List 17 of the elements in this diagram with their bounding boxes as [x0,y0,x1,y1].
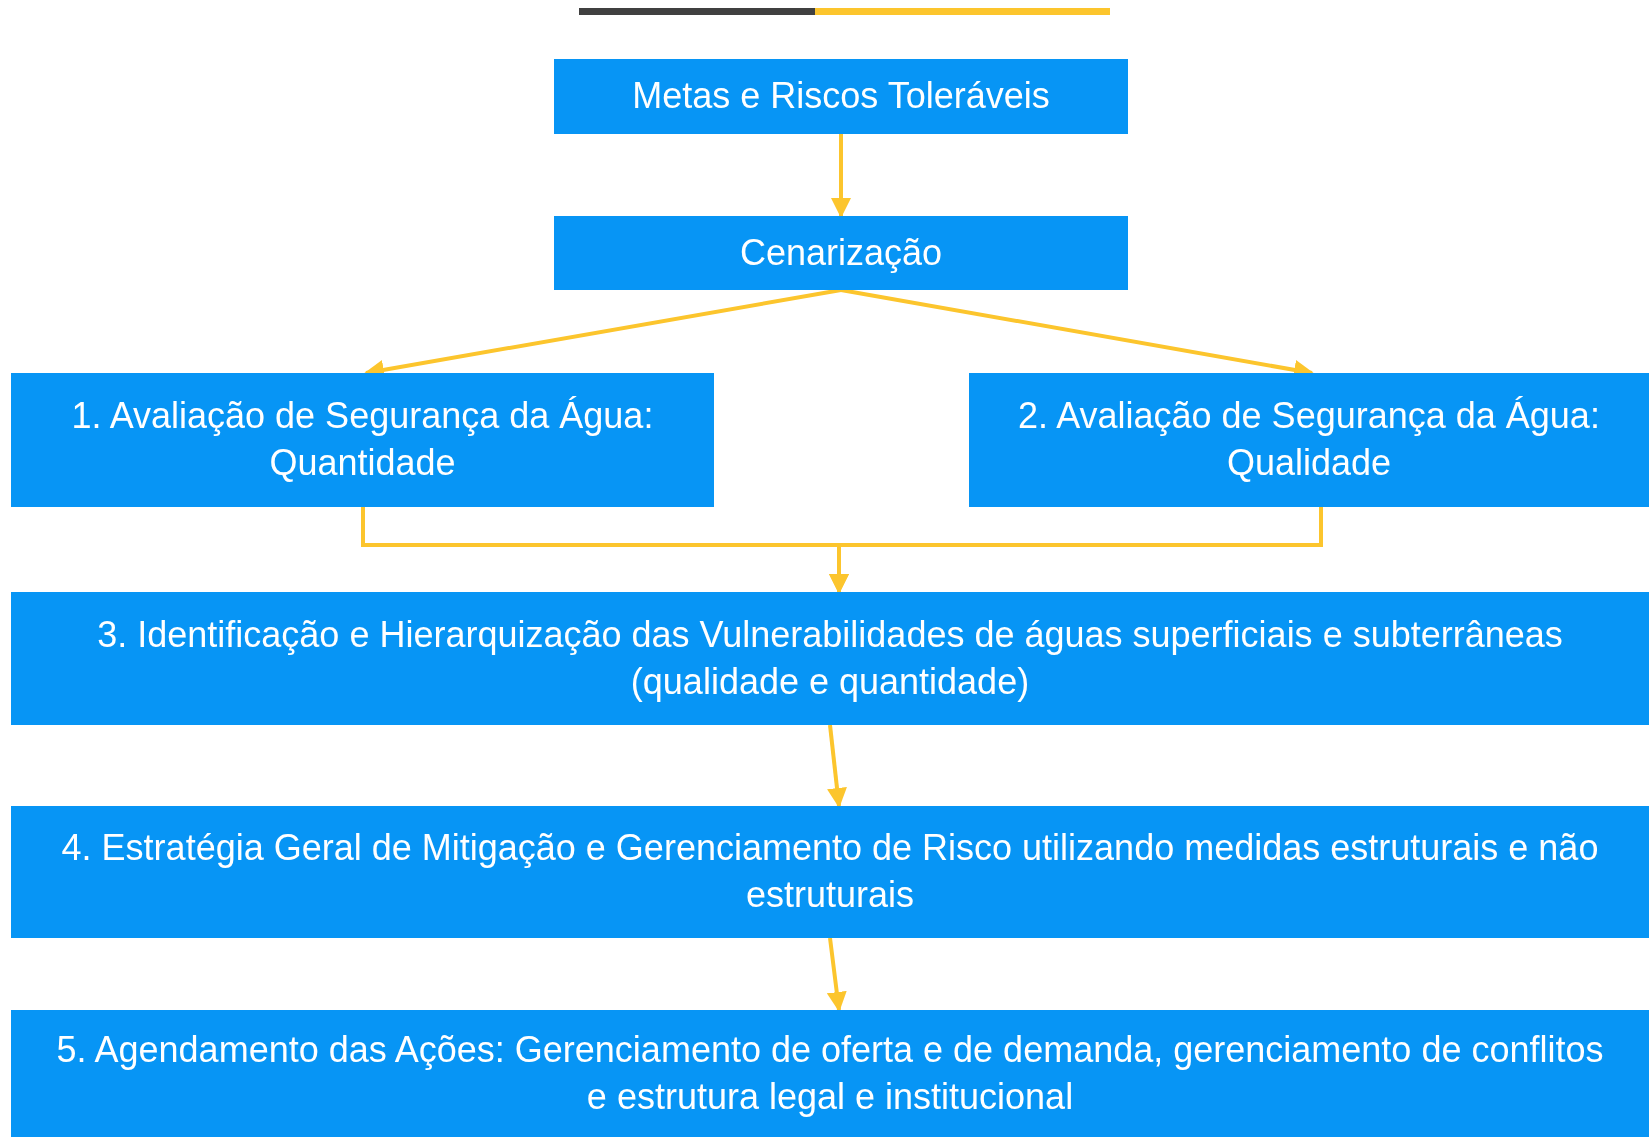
box-label: 5. Agendamento das Ações: Gerenciamento de oferta e de demanda, gerenciamento de conflitos e estrutura legal e institucional [55,1027,1605,1119]
box-label: 4. Estratégia Geral de Mitigação e Gerenciamento de Risco utilizando medidas estruturais e não estruturais [60,826,1600,917]
process-box [554,216,1128,290]
arrow [826,937,847,1012]
box-label: 3. Identificação e Hierarquização das Vulnerabilidades de águas superficiais e subterrâneas (qualidade e quantidade) [96,612,1564,704]
box-label: 2. Avaliação de Segurança da Água: Qualidade [1017,394,1601,485]
arrow [831,134,851,218]
box-label: 1. Avaliação de Segurança da Água: Quantidade [70,394,655,485]
process-box [11,592,1649,725]
box-label: Metas e Riscos Toleráveis [632,74,1050,119]
arrow [827,724,847,808]
process-box [11,1010,1649,1137]
box-label: Cenarização [739,230,943,275]
process-box [554,59,1128,134]
process-box [969,373,1649,507]
process-box [11,806,1649,938]
process-box [11,373,714,507]
